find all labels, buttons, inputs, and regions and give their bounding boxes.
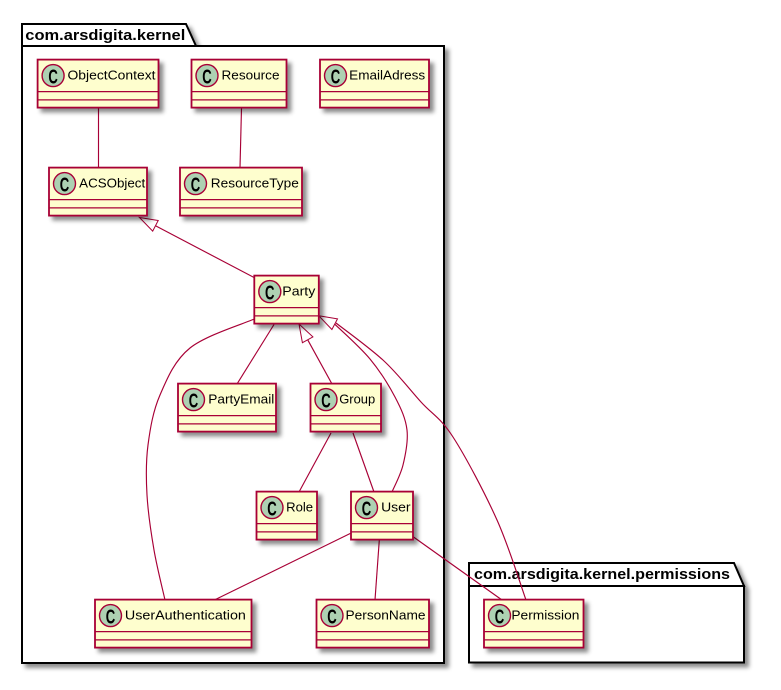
svg-text:C: C	[202, 66, 212, 89]
svg-text:C: C	[331, 66, 341, 89]
svg-text:C: C	[265, 282, 275, 305]
svg-text:PartyEmail: PartyEmail	[208, 391, 274, 406]
svg-text:C: C	[495, 606, 505, 629]
svg-text:ObjectContext: ObjectContext	[68, 67, 156, 82]
svg-text:C: C	[106, 606, 116, 629]
svg-text:com.arsdigita.kernel: com.arsdigita.kernel	[25, 27, 185, 44]
svg-text:ACSObject: ACSObject	[79, 175, 145, 190]
svg-text:C: C	[191, 174, 201, 197]
svg-text:User: User	[381, 499, 411, 514]
svg-text:C: C	[362, 498, 372, 521]
svg-text:C: C	[267, 498, 277, 521]
svg-text:C: C	[48, 66, 58, 89]
svg-text:Group: Group	[339, 391, 375, 406]
svg-text:C: C	[321, 390, 331, 413]
svg-text:ResourceType: ResourceType	[211, 175, 299, 190]
svg-text:Permission: Permission	[511, 607, 579, 622]
svg-text:C: C	[189, 390, 199, 413]
svg-text:com.arsdigita.kernel.permissio: com.arsdigita.kernel.permissions	[474, 566, 730, 583]
svg-text:Resource: Resource	[222, 67, 280, 82]
svg-text:Party: Party	[282, 283, 316, 298]
svg-text:C: C	[327, 606, 337, 629]
svg-text:Role: Role	[286, 499, 313, 514]
svg-text:PersonName: PersonName	[346, 607, 426, 622]
svg-text:C: C	[60, 174, 70, 197]
svg-text:EmailAdress: EmailAdress	[349, 67, 426, 82]
svg-text:UserAuthentication: UserAuthentication	[125, 607, 246, 622]
